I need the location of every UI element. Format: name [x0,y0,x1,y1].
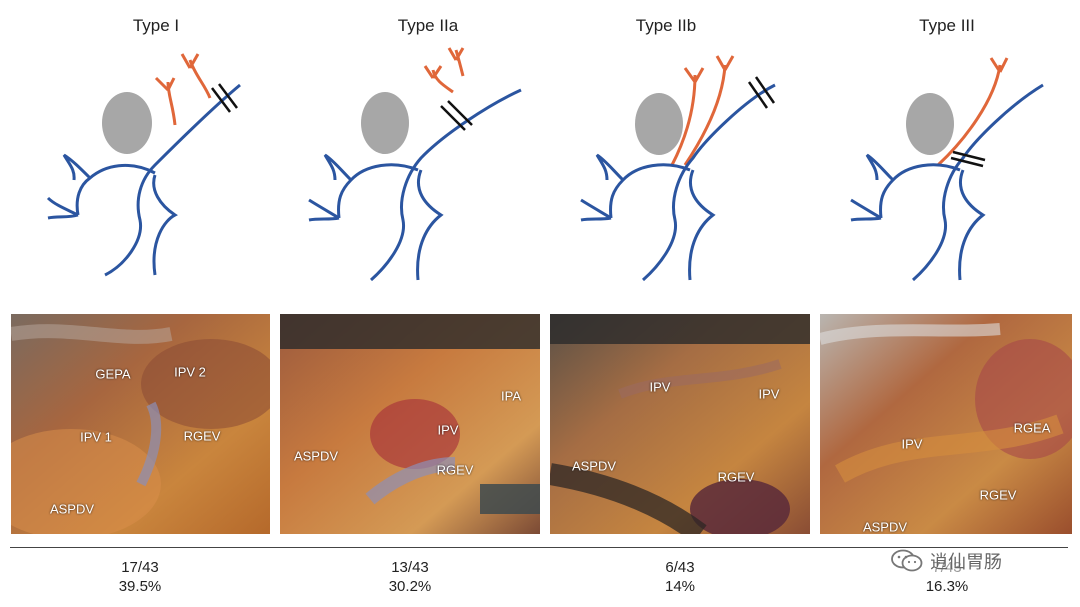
fraction-type-2a: 13/43 [391,559,429,576]
vein-trunk [104,83,241,277]
vessel-label: RGEV [183,428,221,444]
vein-left-branch-2 [46,196,79,220]
vessel-label: IPV [758,386,780,402]
vessel-diagram-type-1 [46,53,241,277]
vessel-label: ASPDV [571,458,617,474]
vessel-label: RGEV [717,469,755,485]
vessel-label: IPV [901,436,923,452]
fraction-type-1: 17/43 [121,559,159,576]
fraction-type-2b: 6/43 [665,559,695,576]
artery-branch [670,67,705,166]
vessel-label: RGEV [436,462,474,478]
artery-branch [936,57,1009,167]
surgical-photo-type-1 [11,314,270,534]
panel-title-type-1: Type I [132,16,180,35]
stat-type-2b: 6/43 14% [600,558,760,596]
vessel-label: ASPDV [49,501,95,517]
vein-loop [416,169,444,281]
vein-left-branch-2 [308,198,340,222]
vein-loop [688,169,716,281]
panel-title-type-2b: Type IIb [635,16,697,35]
panel-title-type-3: Type III [919,16,975,35]
vein-trunk [370,88,522,282]
wechat-icon [891,549,923,572]
vein-trunk [912,83,1044,282]
vessel-diagram-type-3 [850,57,1044,282]
pancreas-shape [102,92,152,154]
vein-left-branch [595,153,691,219]
divider-line [10,547,1068,548]
pancreas-shape [635,93,683,155]
vessel-label: IPV [649,379,671,395]
vein-loop [152,174,178,276]
artery-branch [447,47,465,77]
vein-left-branch [865,153,961,219]
vessel-diagram-type-2b [580,55,776,282]
vein-loop [958,169,986,281]
vein-left-branch [62,153,156,216]
watermark: 逍仙胃肠 [886,548,1006,574]
vessel-label: IPV [437,422,459,438]
vein-left-branch [323,153,419,219]
vein-trunk [642,83,776,282]
vessel-label: IPV 1 [80,429,112,445]
artery-branch [683,55,735,166]
percent-type-1: 39.5% [118,578,162,595]
clip-icon [747,76,776,109]
artery-branch [154,76,177,126]
vessel-diagram-type-2a [308,47,522,282]
clip-icon [440,100,473,131]
surgical-photo-type-2a [280,314,540,534]
watermark-text: 逍仙胃肠 [930,552,1002,572]
artery-branch [180,53,212,99]
vessel-label: ASPDV [862,519,908,535]
stat-type-1: 17/43 39.5% [60,558,220,596]
vessel-label: GEPA [95,366,131,382]
vessel-label: ASPDV [293,448,339,464]
vessel-label: RGEA [1013,420,1051,436]
clip-icon [950,150,986,168]
stat-type-2a: 13/43 30.2% [330,558,490,596]
vein-left-branch-2 [580,198,612,222]
surgical-photo-type-2b [550,314,810,534]
vessel-label: IPA [501,388,521,404]
percent-type-3: 16.3% [925,578,969,595]
vein-left-branch-2 [850,198,882,222]
artery-branch [423,65,454,94]
surgical-photo-type-3 [820,314,1072,534]
pancreas-shape [906,93,954,155]
pancreas-shape [361,92,409,154]
percent-type-2b: 14% [664,578,696,595]
clip-icon [211,83,238,113]
percent-type-2a: 30.2% [388,578,432,595]
vessel-label: IPV 2 [174,364,206,380]
vessel-label: RGEV [979,487,1017,503]
panel-title-type-2a: Type IIa [397,16,459,35]
